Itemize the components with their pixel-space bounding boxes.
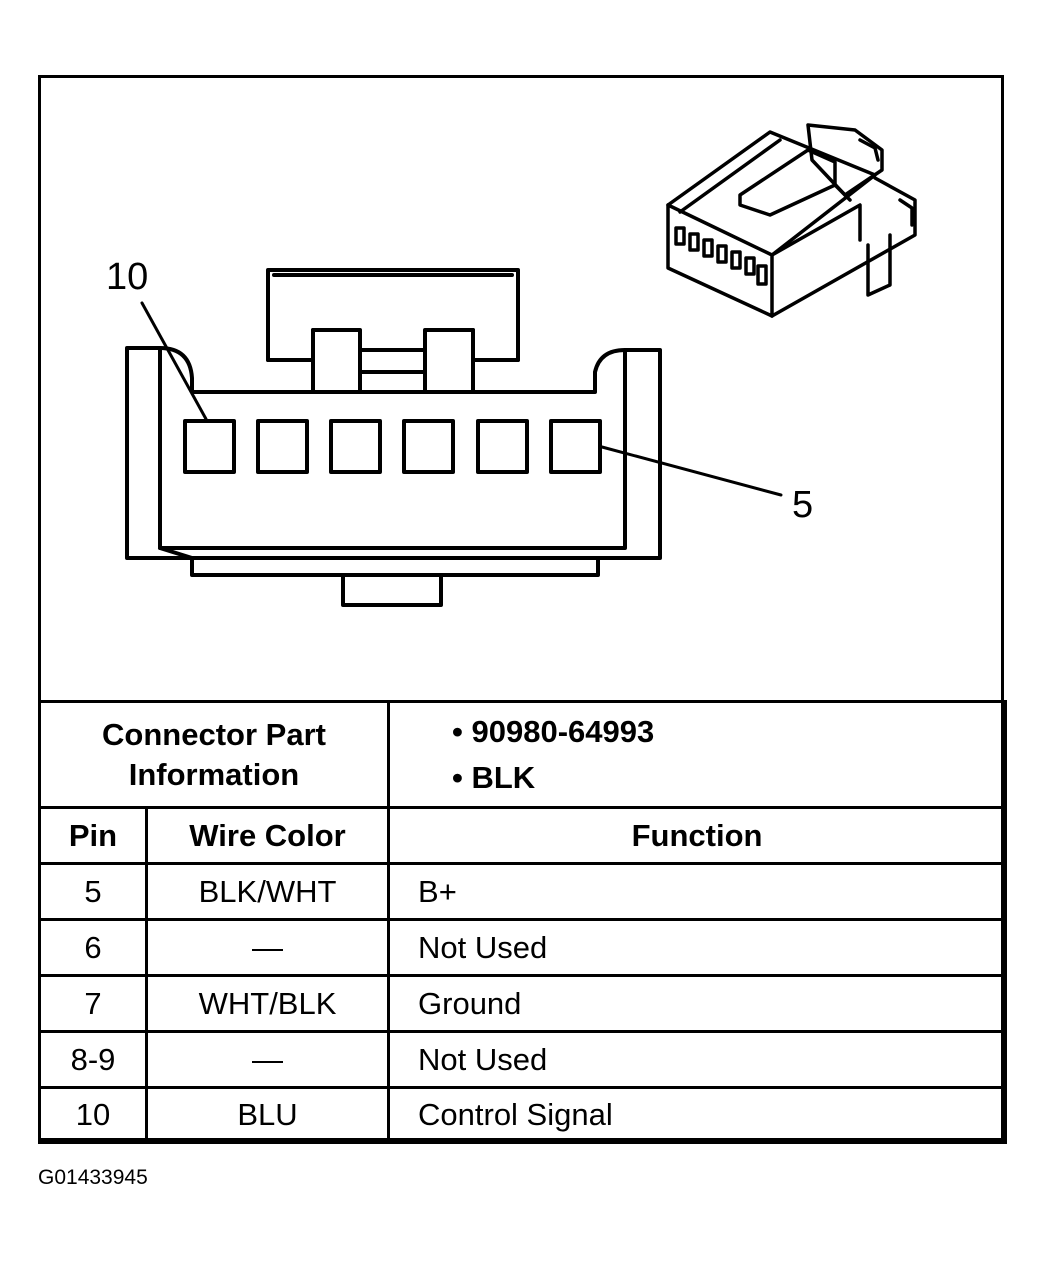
table-row: 7 WHT/BLK Ground	[38, 974, 1008, 1033]
leader-line-pin-5	[600, 445, 783, 497]
connector-color: BLK	[471, 759, 536, 795]
pin-cell: 6	[38, 918, 148, 977]
pin-cavity-6	[476, 419, 529, 474]
header-pin: Pin	[38, 806, 148, 865]
pin-cell: 10	[38, 1086, 148, 1144]
pin-cavity-5	[549, 419, 602, 474]
connector-info-item: • 90980-64993	[452, 713, 655, 749]
figure-code: G01433945	[38, 1166, 148, 1189]
pin-cavities	[183, 419, 602, 474]
pin-cell: 8-9	[38, 1030, 148, 1089]
header-wire-color: Wire Color	[144, 806, 391, 865]
function-cell: Not Used	[387, 1030, 1008, 1089]
table-row: 10 BLU Control Signal	[38, 1086, 1008, 1144]
connector-face-diagram	[125, 123, 917, 607]
callout-pin-5: 5	[792, 484, 814, 526]
connector-pinout-table: Connector Part Information • 90980-64993…	[37, 700, 1008, 1144]
wire-color-cell: BLK/WHT	[144, 862, 391, 921]
pin-cell: 5	[38, 862, 148, 921]
header-function: Function	[387, 806, 1008, 865]
pin-cavity-9	[256, 419, 309, 474]
connector-info-item: • BLK	[452, 759, 536, 795]
connector-latch	[266, 268, 520, 394]
connector-part-info-values: • 90980-64993 • BLK	[387, 700, 1008, 809]
pin-cavity-10	[183, 419, 236, 474]
table-row: 6 — Not Used	[38, 918, 1008, 977]
wire-color-cell: —	[144, 918, 391, 977]
wire-color-cell: —	[144, 1030, 391, 1089]
callout-pin-10: 10	[106, 256, 149, 298]
leader-line-pin-10	[140, 301, 208, 421]
pin-cavity-7	[402, 419, 455, 474]
wire-color-cell: BLU	[144, 1086, 391, 1144]
connector-body	[125, 346, 662, 607]
connector-info-row: Connector Part Information • 90980-64993…	[37, 700, 1008, 809]
function-cell: Not Used	[387, 918, 1008, 977]
table-header-row: Pin Wire Color Function	[38, 806, 1008, 865]
table-row: 5 BLK/WHT B+	[38, 862, 1008, 921]
connector-part-info-label: Connector Part Information	[37, 700, 391, 809]
pin-cell: 7	[38, 974, 148, 1033]
connector-isometric-view	[666, 123, 917, 318]
function-cell: Ground	[387, 974, 1008, 1033]
function-cell: B+	[387, 862, 1008, 921]
wire-color-cell: WHT/BLK	[144, 974, 391, 1033]
function-cell: Control Signal	[387, 1086, 1008, 1144]
pin-cavity-8	[329, 419, 382, 474]
table-row: 8-9 — Not Used	[38, 1030, 1008, 1089]
part-number: 90980-64993	[471, 713, 655, 749]
